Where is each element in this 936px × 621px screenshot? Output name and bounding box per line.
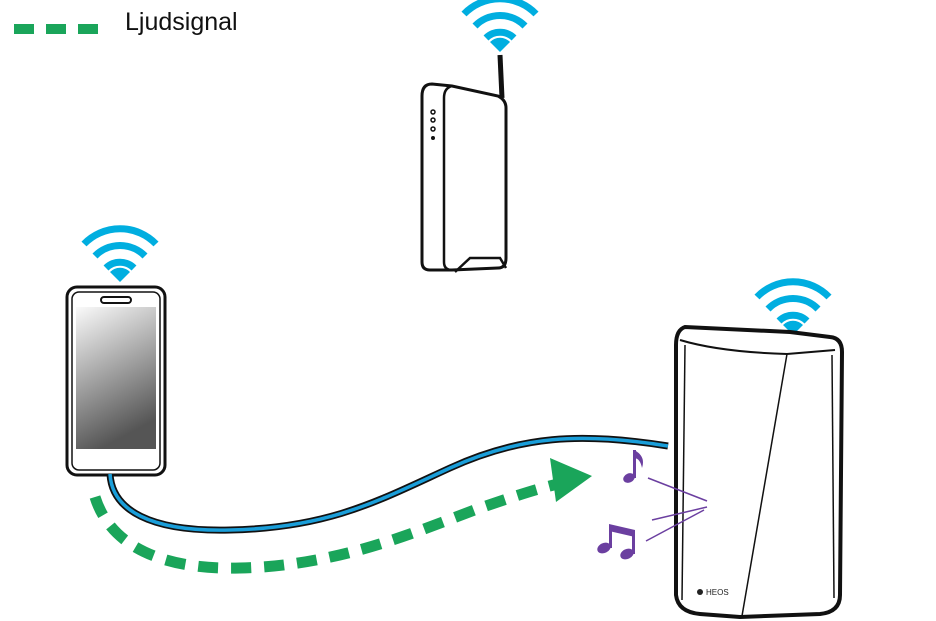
wifi-icon — [84, 229, 156, 282]
heos-logo: HEOS — [706, 588, 729, 597]
legend-label: Ljudsignal — [125, 8, 238, 36]
wifi-icon — [757, 282, 829, 335]
sound-lines — [645, 477, 708, 542]
cable — [106, 434, 669, 534]
router — [420, 0, 536, 273]
wifi-icon — [464, 0, 536, 52]
audio-signal-arrow — [89, 458, 592, 574]
speaker: HEOS — [674, 282, 845, 620]
music-note-icon — [597, 524, 635, 560]
music-note-icon — [623, 450, 643, 483]
smartphone — [65, 229, 167, 477]
